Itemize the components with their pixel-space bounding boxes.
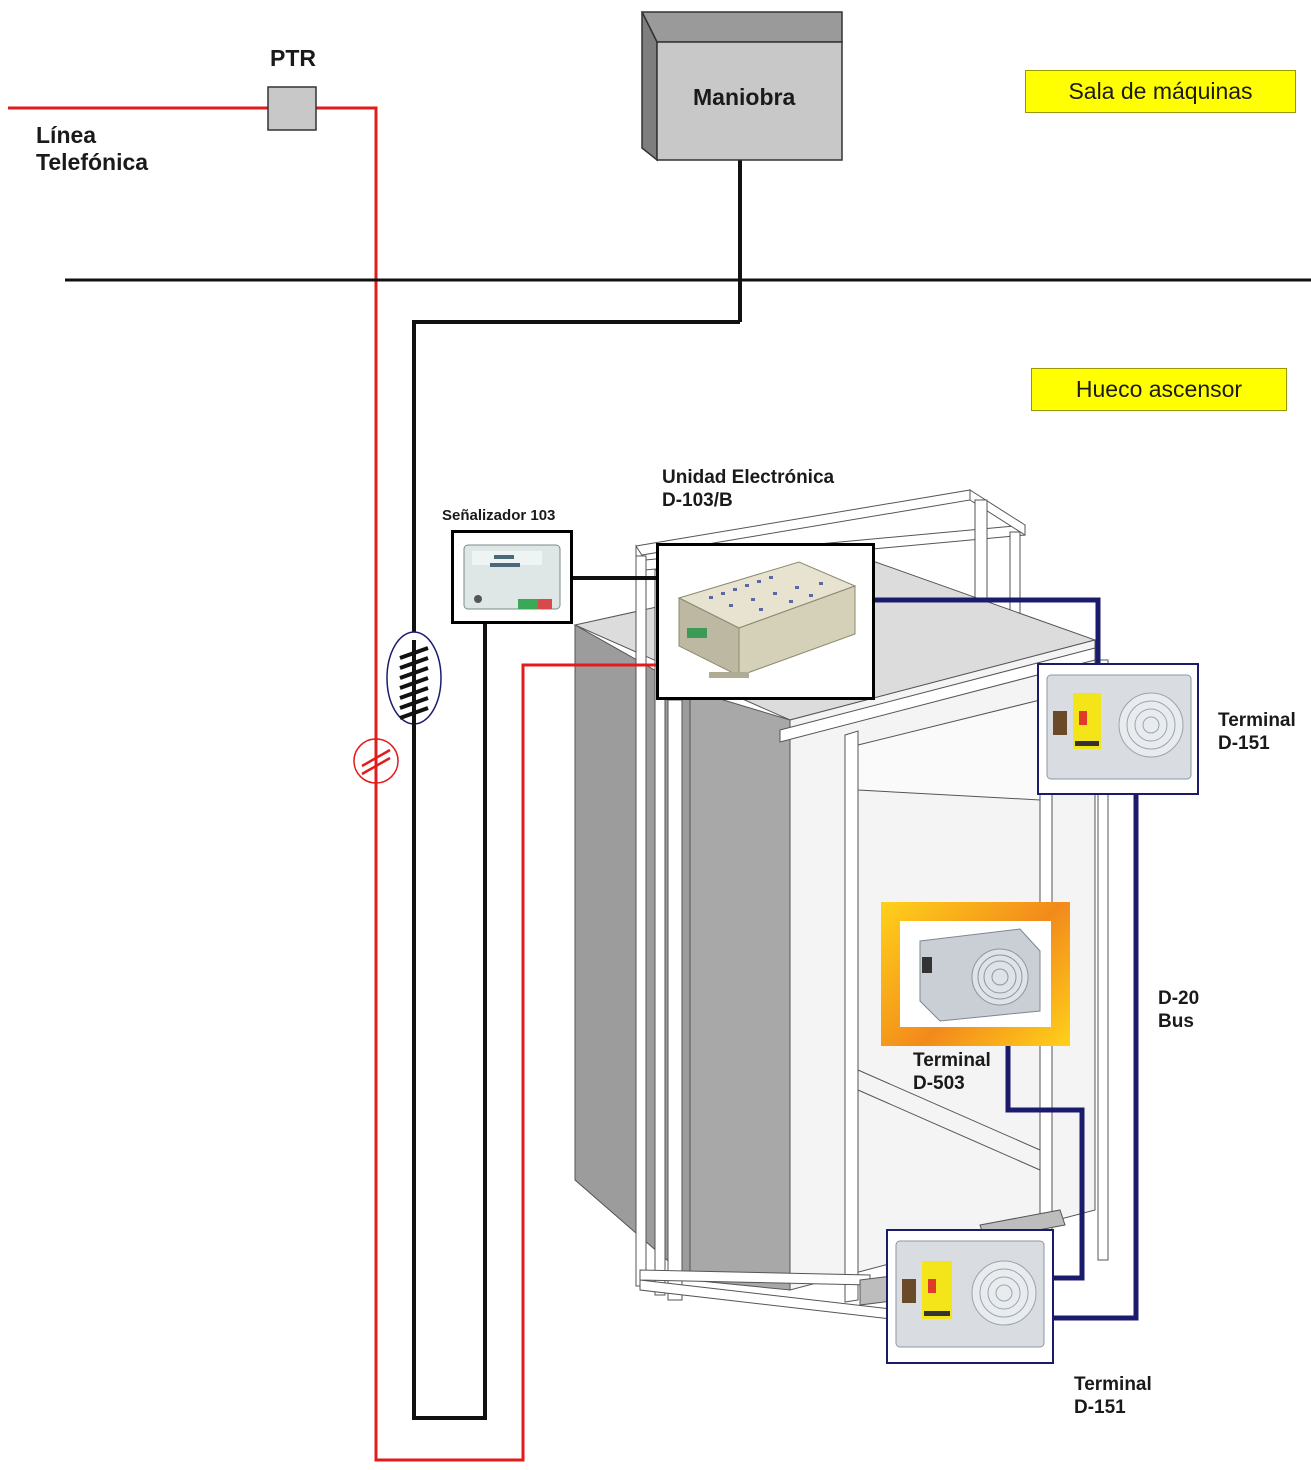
maniobra-label: Maniobra xyxy=(693,84,795,111)
unidad-electronica-label-1: Unidad Electrónica xyxy=(662,466,834,489)
zone-hueco-ascensor: Hueco ascensor xyxy=(1031,368,1287,411)
terminal-d151-bottom-device xyxy=(886,1229,1054,1364)
d20-bus-label-1: D-20 xyxy=(1158,987,1199,1010)
unidad-electronica-label-2: D-103/B xyxy=(662,489,733,512)
terminal-d503-image xyxy=(900,921,1051,1027)
senalizador-image xyxy=(454,533,570,621)
linea-telefonica-label-1: Línea xyxy=(36,122,96,149)
terminal-d503-label-1: Terminal xyxy=(913,1049,991,1072)
unidad-electronica-device xyxy=(656,543,875,700)
terminal-d151-bottom-label-1: Terminal xyxy=(1074,1373,1152,1396)
telephone-line xyxy=(8,108,657,1460)
terminal-d151-bottom-label-2: D-151 xyxy=(1074,1396,1126,1419)
terminal-d151-top-label-1: Terminal xyxy=(1218,709,1296,732)
line-break-symbol xyxy=(354,739,398,783)
zone-sala-de-maquinas: Sala de máquinas xyxy=(1025,70,1296,113)
terminal-d151-top-label-2: D-151 xyxy=(1218,732,1270,755)
terminal-d503-label-2: D-503 xyxy=(913,1072,965,1095)
terminal-d151-top-device xyxy=(1037,663,1199,795)
ptr-label: PTR xyxy=(270,45,316,72)
terminal-d151-bottom-image xyxy=(888,1231,1052,1362)
cable-coil-symbol xyxy=(387,632,441,725)
terminal-d503-device xyxy=(881,902,1070,1046)
ptr-box xyxy=(268,87,316,130)
unidad-electronica-image xyxy=(659,546,872,697)
terminal-d151-top-image xyxy=(1039,665,1197,793)
senalizador-device xyxy=(451,530,573,624)
linea-telefonica-label-2: Telefónica xyxy=(36,149,148,176)
senalizador-label: Señalizador 103 xyxy=(442,506,555,525)
d20-bus-label-2: Bus xyxy=(1158,1010,1194,1033)
